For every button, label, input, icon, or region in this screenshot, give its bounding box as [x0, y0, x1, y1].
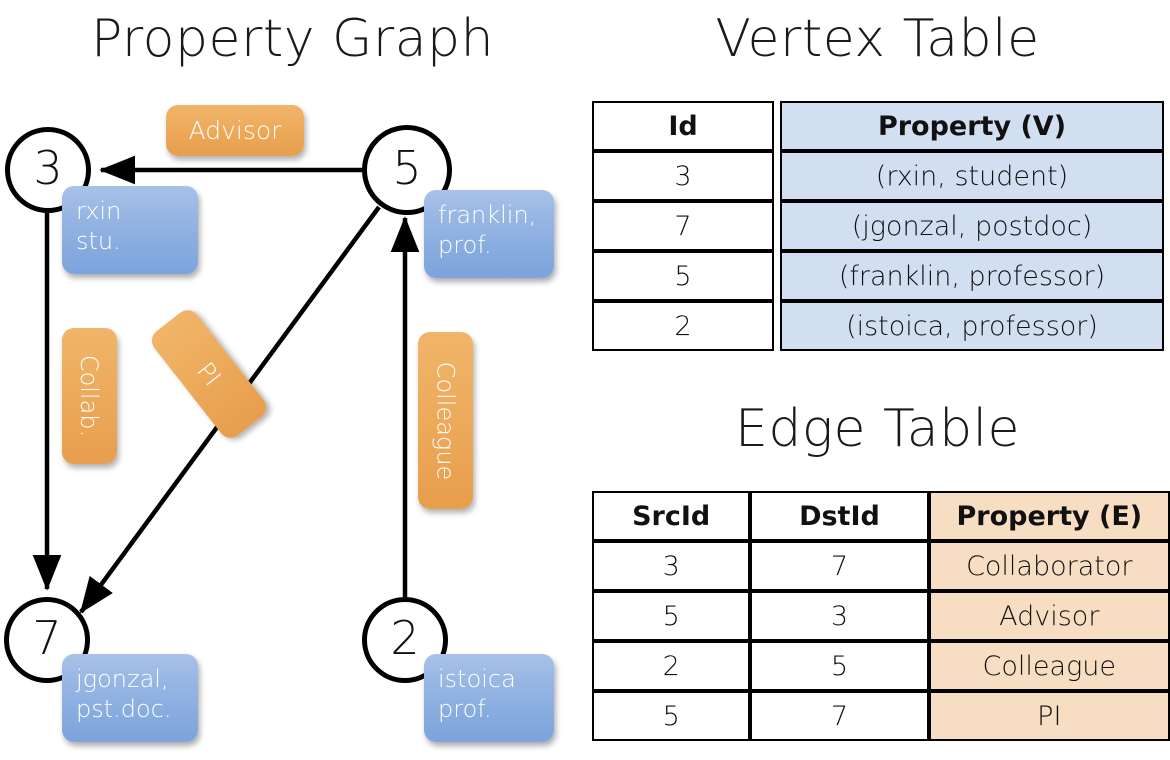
vertex-row-0-id: 3	[592, 151, 774, 201]
edge-label-colleague: Colleague	[418, 332, 473, 509]
edge-row-3-src: 5	[592, 691, 751, 741]
node-2-property-line-1: istoica	[438, 665, 516, 693]
vertex-row-0-property: (rxin, student)	[780, 151, 1164, 201]
graph-node-2[interactable]: 2	[362, 597, 448, 683]
edge-table-header-dstid: DstId	[750, 491, 929, 541]
node-2-property-line-2: prof.	[438, 695, 492, 723]
edge-label-colleague-text: Colleague	[431, 361, 460, 480]
edge-label-collab-text: Collab.	[75, 354, 104, 438]
node-5-property-line-1: franklin,	[438, 201, 537, 229]
node-3-property-line-1: rxin	[76, 197, 122, 225]
vertex-table: Id Property (V) 3 (rxin, student) 7 (jgo…	[592, 101, 1164, 351]
edge-label-advisor: Advisor	[166, 105, 304, 156]
edge-row-0-src: 3	[592, 541, 751, 591]
vertex-table-header-id: Id	[592, 101, 774, 151]
node-7-property-line-2: pst.doc.	[76, 695, 172, 723]
edge-label-collab: Collab.	[62, 328, 117, 464]
table-row: 7 (jgonzal, postdoc)	[592, 201, 1164, 251]
graph-node-7-label: 7	[32, 611, 62, 665]
vertex-table-header-property: Property (V)	[780, 101, 1164, 151]
vertex-row-1-id: 7	[592, 201, 774, 251]
vertex-row-2-property: (franklin, professor)	[780, 251, 1164, 301]
table-row: 5 7 PI	[592, 691, 1170, 741]
node-5-property-box: franklin, prof.	[424, 190, 554, 278]
node-2-property-box: istoica prof.	[424, 654, 554, 742]
page-title-vertex-table: Vertex Table	[715, 9, 1040, 69]
edge-row-3-property: PI	[928, 691, 1170, 741]
edge-label-advisor-text: Advisor	[188, 116, 282, 145]
node-7-property-line-1: jgonzal,	[76, 665, 169, 693]
edge-row-2-property: Colleague	[928, 641, 1170, 691]
property-graph-diagram: 3 rxin stu. 5 franklin, prof. 7 jgonzal,…	[4, 105, 554, 742]
node-7-property-box: jgonzal, pst.doc.	[62, 654, 198, 742]
edge-row-0-dst: 7	[750, 541, 929, 591]
table-row: 5 3 Advisor	[592, 591, 1170, 641]
edge-table: SrcId DstId Property (E) 3 7 Collaborato…	[592, 491, 1170, 741]
vertex-row-3-property: (istoica, professor)	[780, 301, 1164, 351]
node-3-property-line-2: stu.	[76, 227, 121, 255]
graph-node-5[interactable]: 5	[362, 125, 452, 215]
vertex-row-3-id: 2	[592, 301, 774, 351]
edge-row-2-dst: 5	[750, 641, 929, 691]
edge-row-2-src: 2	[592, 641, 751, 691]
edge-table-header-srcid: SrcId	[592, 491, 751, 541]
node-5-property-line-2: prof.	[438, 231, 492, 259]
edge-label-pi-text: PI	[191, 356, 227, 392]
node-3-property-box: rxin stu.	[62, 186, 198, 274]
graph-node-2-label: 2	[390, 611, 420, 665]
table-row: 3 (rxin, student)	[592, 151, 1164, 201]
edge-row-1-property: Advisor	[928, 591, 1170, 641]
page-title-edge-table: Edge Table	[734, 399, 1021, 459]
vertex-row-2-id: 5	[592, 251, 774, 301]
graph-node-5-label: 5	[392, 141, 422, 195]
edge-table-header-row: SrcId DstId Property (E)	[592, 491, 1170, 541]
graph-node-3-label: 3	[33, 141, 63, 195]
table-row: 3 7 Collaborator	[592, 541, 1170, 591]
edge-row-3-dst: 7	[750, 691, 929, 741]
table-row: 2 (istoica, professor)	[592, 301, 1164, 351]
edge-table-header-property: Property (E)	[928, 491, 1170, 541]
edge-row-1-src: 5	[592, 591, 751, 641]
vertex-row-1-property: (jgonzal, postdoc)	[780, 201, 1164, 251]
table-row: 5 (franklin, professor)	[592, 251, 1164, 301]
page-title-property-graph: Property Graph	[90, 9, 495, 69]
edge-row-0-property: Collaborator	[928, 541, 1170, 591]
vertex-table-header-row: Id Property (V)	[592, 101, 1164, 151]
table-row: 2 5 Colleague	[592, 641, 1170, 691]
edge-row-1-dst: 3	[750, 591, 929, 641]
